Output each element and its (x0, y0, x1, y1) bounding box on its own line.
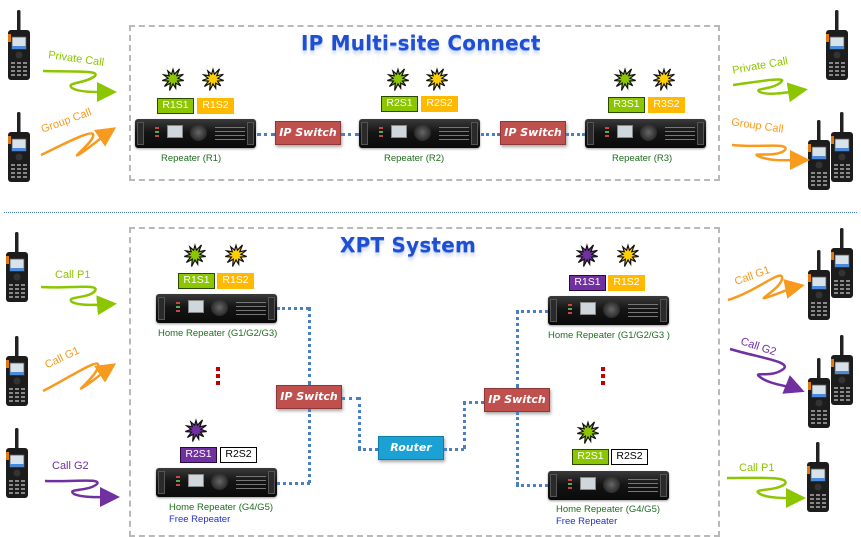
link-line (308, 409, 311, 483)
handheld-radio-icon (806, 442, 830, 512)
burst-icon-green (613, 67, 637, 96)
call-label-p1: Call P1 (739, 462, 775, 474)
link-line (463, 401, 484, 404)
repeater-device (156, 294, 277, 323)
slot-r2s1: R2S1 (572, 449, 609, 465)
repeater-device (585, 119, 706, 148)
repeater-device (135, 119, 256, 148)
burst-icon-yellow (201, 67, 225, 96)
ip-switch-2: IP Switch (500, 121, 566, 145)
burst-icon-purple (184, 418, 208, 447)
call-arrow (40, 127, 117, 157)
ip-switch-1: IP Switch (275, 121, 341, 145)
handheld-radio-icon (807, 250, 831, 320)
ip-switch-left: IP Switch (276, 385, 342, 409)
link-line (481, 133, 500, 136)
burst-icon-yellow (652, 67, 676, 96)
handheld-radio-icon (807, 120, 831, 190)
slot-r3s2: R3S2 (648, 97, 685, 113)
slot-r2s2: R2S2 (611, 449, 648, 465)
call-arrow (40, 285, 117, 316)
handheld-radio-icon (5, 336, 29, 406)
burst-icon-green (386, 67, 410, 96)
call-arrow (729, 347, 805, 394)
handheld-radio-icon (7, 112, 31, 182)
ip-multisite-frame (129, 25, 720, 181)
slot-r3s1: R3S1 (608, 97, 645, 113)
repeater-label: Repeater (R1) (161, 153, 222, 164)
burst-icon-green (576, 420, 600, 449)
more-repeaters-ellipsis (601, 367, 605, 388)
repeater-label: Home Repeater (G4/G5) (556, 504, 661, 515)
free-repeater-label: Free Repeater (556, 516, 618, 527)
burst-icon-green (183, 243, 207, 272)
link-line (463, 401, 466, 449)
slot-r1s1: R1S1 (569, 275, 606, 291)
slot-r2s1: R2S1 (180, 447, 217, 463)
burst-icon-yellow (425, 67, 449, 96)
slot-r1s1: R1S1 (178, 273, 215, 289)
handheld-radio-icon (825, 10, 849, 80)
handheld-radio-icon (5, 232, 29, 302)
link-line (516, 412, 519, 485)
free-repeater-label: Free Repeater (169, 514, 231, 525)
handheld-radio-icon (830, 112, 854, 182)
call-label-p1: Call P1 (55, 269, 91, 281)
slot-r2s1: R2S1 (381, 96, 418, 112)
link-line (257, 133, 275, 136)
slot-r1s2: R1S2 (197, 98, 234, 114)
link-line (358, 397, 361, 449)
burst-icon-green (161, 67, 185, 96)
link-line (341, 133, 359, 136)
call-arrow (726, 476, 806, 509)
call-arrow (732, 78, 808, 103)
repeater-device (359, 119, 480, 148)
repeater-label: Repeater (R2) (384, 153, 445, 164)
repeater-label: Home Repeater (G1/G2/G3) (158, 328, 278, 339)
xpt-title: XPT System (340, 233, 476, 257)
call-arrow (44, 479, 120, 508)
ip-switch-right: IP Switch (484, 388, 550, 412)
call-arrow (42, 362, 117, 393)
call-arrow (42, 69, 117, 103)
section-divider (4, 212, 857, 213)
repeater-device (548, 471, 669, 500)
slot-r2s2: R2S2 (220, 447, 257, 463)
burst-icon-purple (575, 243, 599, 272)
call-label-g2: Call G2 (52, 460, 89, 472)
call-arrow (727, 274, 805, 302)
link-line (358, 448, 378, 451)
link-line (444, 448, 464, 451)
router: Router (378, 436, 444, 460)
repeater-label: Home Repeater (G4/G5) (169, 502, 274, 513)
ip-multisite-title: IP Multi-site Connect (301, 31, 541, 55)
link-line (516, 310, 548, 313)
repeater-label: Home Repeater (G1/G2/G3 ) (548, 330, 670, 341)
repeater-device (156, 468, 277, 497)
link-line (277, 307, 309, 310)
link-line (516, 310, 519, 388)
link-line (308, 307, 311, 385)
slot-r1s2: R1S2 (608, 275, 645, 291)
link-line (566, 133, 585, 136)
repeater-label: Repeater (R3) (612, 153, 673, 164)
handheld-radio-icon (830, 228, 854, 298)
slot-r1s1: R1S1 (157, 98, 194, 114)
link-line (342, 397, 359, 400)
link-line (516, 484, 548, 487)
handheld-radio-icon (5, 428, 29, 498)
burst-icon-yellow (224, 243, 248, 272)
repeater-device (548, 296, 669, 325)
slot-r1s2: R1S2 (217, 273, 254, 289)
call-arrow (731, 143, 810, 171)
slot-r2s2: R2S2 (421, 96, 458, 112)
more-repeaters-ellipsis (216, 367, 220, 388)
link-line (277, 482, 310, 485)
burst-icon-yellow (616, 243, 640, 272)
handheld-radio-icon (830, 335, 854, 405)
handheld-radio-icon (807, 358, 831, 428)
handheld-radio-icon (7, 10, 31, 80)
